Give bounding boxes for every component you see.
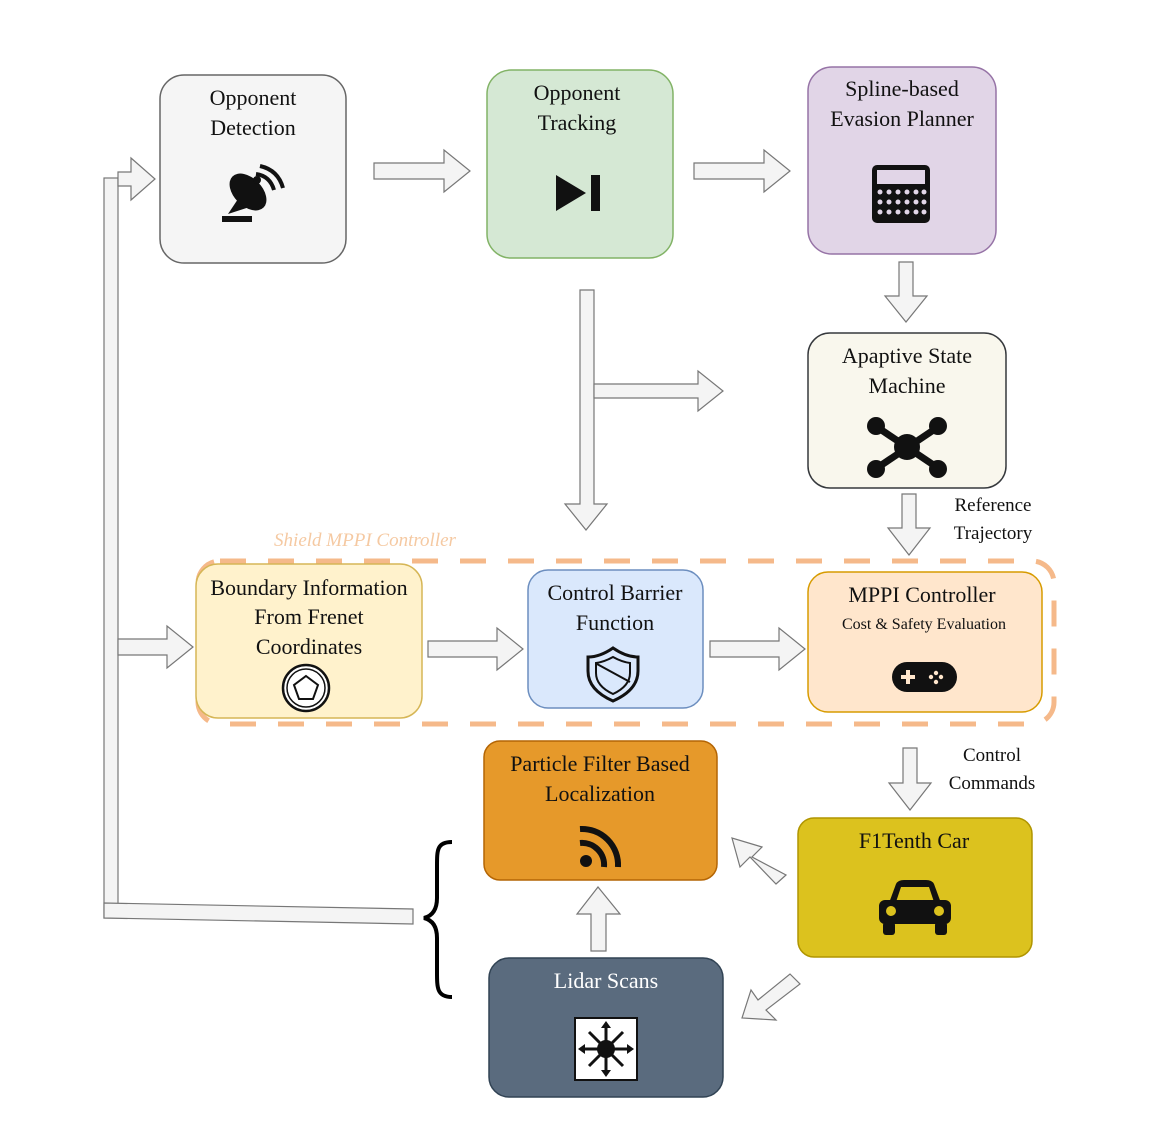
arrow-tracking-to-cbf: [563, 289, 609, 531]
node-boundary-info: Boundary Information From Frenet Coordin…: [195, 563, 423, 719]
lidar-title: Lidar Scans: [554, 968, 658, 993]
node-spline-planner: Spline-based Evasion Planner: [807, 66, 997, 255]
node-cbf: Control Barrier Function: [527, 569, 704, 709]
arrow-planner-to-state-machine: [883, 261, 929, 323]
rss-icon: [579, 825, 622, 868]
arrow-tracking-to-planner: [693, 148, 791, 194]
state-machine-title-line1: Apaptive State: [842, 343, 972, 368]
arrow-state-machine-to-mppi: [886, 493, 932, 556]
pentagon-icon: [281, 663, 331, 713]
play-next-icon: [556, 175, 600, 211]
car-icon: [879, 880, 951, 935]
node-lidar: Lidar Scans: [488, 957, 724, 1098]
particle-filter-title-line1: Particle Filter Based: [510, 751, 690, 776]
particle-filter-title-line2: Localization: [545, 781, 655, 806]
node-f1tenth: F1Tenth Car: [797, 817, 1033, 958]
arrow-cbf-to-mppi: [709, 626, 806, 672]
node-opponent-tracking: Opponent Tracking: [486, 69, 674, 259]
arrow-tracking-branch-right: [593, 369, 724, 413]
opponent-detection-box: [159, 74, 347, 264]
mppi-title: MPPI Controller: [848, 582, 996, 607]
feedback-from-lidar-bar: [103, 902, 414, 925]
cbf-title-line1: Control Barrier: [547, 580, 683, 605]
arrow-lidar-to-particle-filter: [575, 886, 622, 952]
satellite-dish-icon: [222, 164, 285, 222]
lidar-burst-icon: [574, 1017, 638, 1081]
spline-planner-box: [807, 66, 997, 255]
calculator-icon: [872, 165, 930, 223]
node-mppi: MPPI Controller Cost & Safety Evaluation: [807, 571, 1043, 713]
node-particle-filter: Particle Filter Based Localization: [483, 740, 718, 881]
node-state-machine: Apaptive State Machine: [807, 332, 1007, 489]
cbf-box: [527, 569, 704, 709]
reference-trajectory-label-line1: Reference: [955, 495, 1032, 516]
f1tenth-title: F1Tenth Car: [859, 828, 970, 853]
shield-mppi-group: Shield MPPI Controller: [195, 530, 1057, 727]
boundary-info-title-line1: Boundary Information: [210, 575, 407, 600]
reference-trajectory-label-line2: Trajectory: [954, 523, 1033, 544]
particle-filter-box: [483, 740, 718, 881]
shield-mppi-group-border: [195, 558, 1057, 727]
feedback-vertical-bar: [103, 177, 119, 919]
arrow-detection-to-tracking: [373, 148, 471, 194]
state-machine-box: [807, 332, 1007, 489]
spline-planner-title-line2: Evasion Planner: [830, 106, 974, 131]
shield-mppi-group-label: Shield MPPI Controller: [274, 530, 456, 551]
opponent-tracking-title-line2: Tracking: [538, 110, 617, 135]
edge-labels: Reference Trajectory Control Commands: [949, 495, 1036, 794]
control-commands-label-line1: Control: [963, 745, 1021, 766]
boundary-info-title-line3: Coordinates: [256, 634, 362, 659]
node-opponent-detection: Opponent Detection: [159, 74, 347, 264]
arrow-to-opponent-detection: [117, 156, 156, 202]
opponent-detection-title-line1: Opponent: [210, 85, 297, 110]
drone-icon: [867, 417, 947, 478]
feedback-path: [103, 177, 414, 925]
arrow-mppi-to-f1tenth: [887, 747, 933, 811]
cbf-title-line2: Function: [576, 610, 654, 635]
state-machine-title-line2: Machine: [869, 373, 946, 398]
control-commands-label-line2: Commands: [949, 773, 1036, 794]
arrow-to-boundary-info: [117, 624, 194, 670]
mppi-box: [807, 571, 1043, 713]
arrow-f1tenth-to-particle-filter: [731, 837, 788, 885]
arrow-boundary-to-cbf: [427, 626, 524, 672]
boundary-info-title-line2: From Frenet: [254, 604, 363, 629]
spline-planner-title-line1: Spline-based: [845, 76, 959, 101]
boundary-info-box: [195, 563, 423, 719]
lidar-brace: [423, 840, 453, 999]
arrows: [117, 148, 933, 1021]
opponent-detection-title-line2: Detection: [210, 115, 296, 140]
mppi-subtitle: Cost & Safety Evaluation: [842, 616, 1006, 633]
gamepad-icon: [892, 662, 957, 692]
shield-icon: [586, 646, 640, 703]
arrow-f1tenth-to-lidar: [741, 973, 801, 1021]
opponent-tracking-title-line1: Opponent: [534, 80, 621, 105]
opponent-tracking-box: [486, 69, 674, 259]
